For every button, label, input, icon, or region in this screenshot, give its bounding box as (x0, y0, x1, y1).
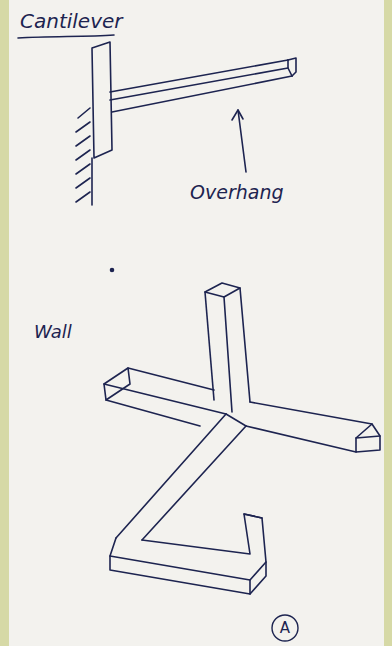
arrow-head (232, 110, 243, 120)
title: Cantilever (20, 10, 123, 32)
paper-edge (384, 0, 392, 646)
circle-letter: A (271, 614, 299, 642)
leader-arrow (238, 110, 246, 172)
paper-edge (0, 0, 9, 646)
annotation-label: Overhang (190, 182, 284, 203)
wall-hatching (76, 108, 92, 205)
title-underline (18, 35, 114, 38)
wall-plate (92, 42, 112, 158)
cantilever-beam (110, 58, 296, 112)
annotation-label: Wall (34, 322, 72, 342)
joint-illustration (104, 283, 380, 594)
circled-letter: A (271, 614, 299, 642)
pen-dot (111, 269, 114, 272)
